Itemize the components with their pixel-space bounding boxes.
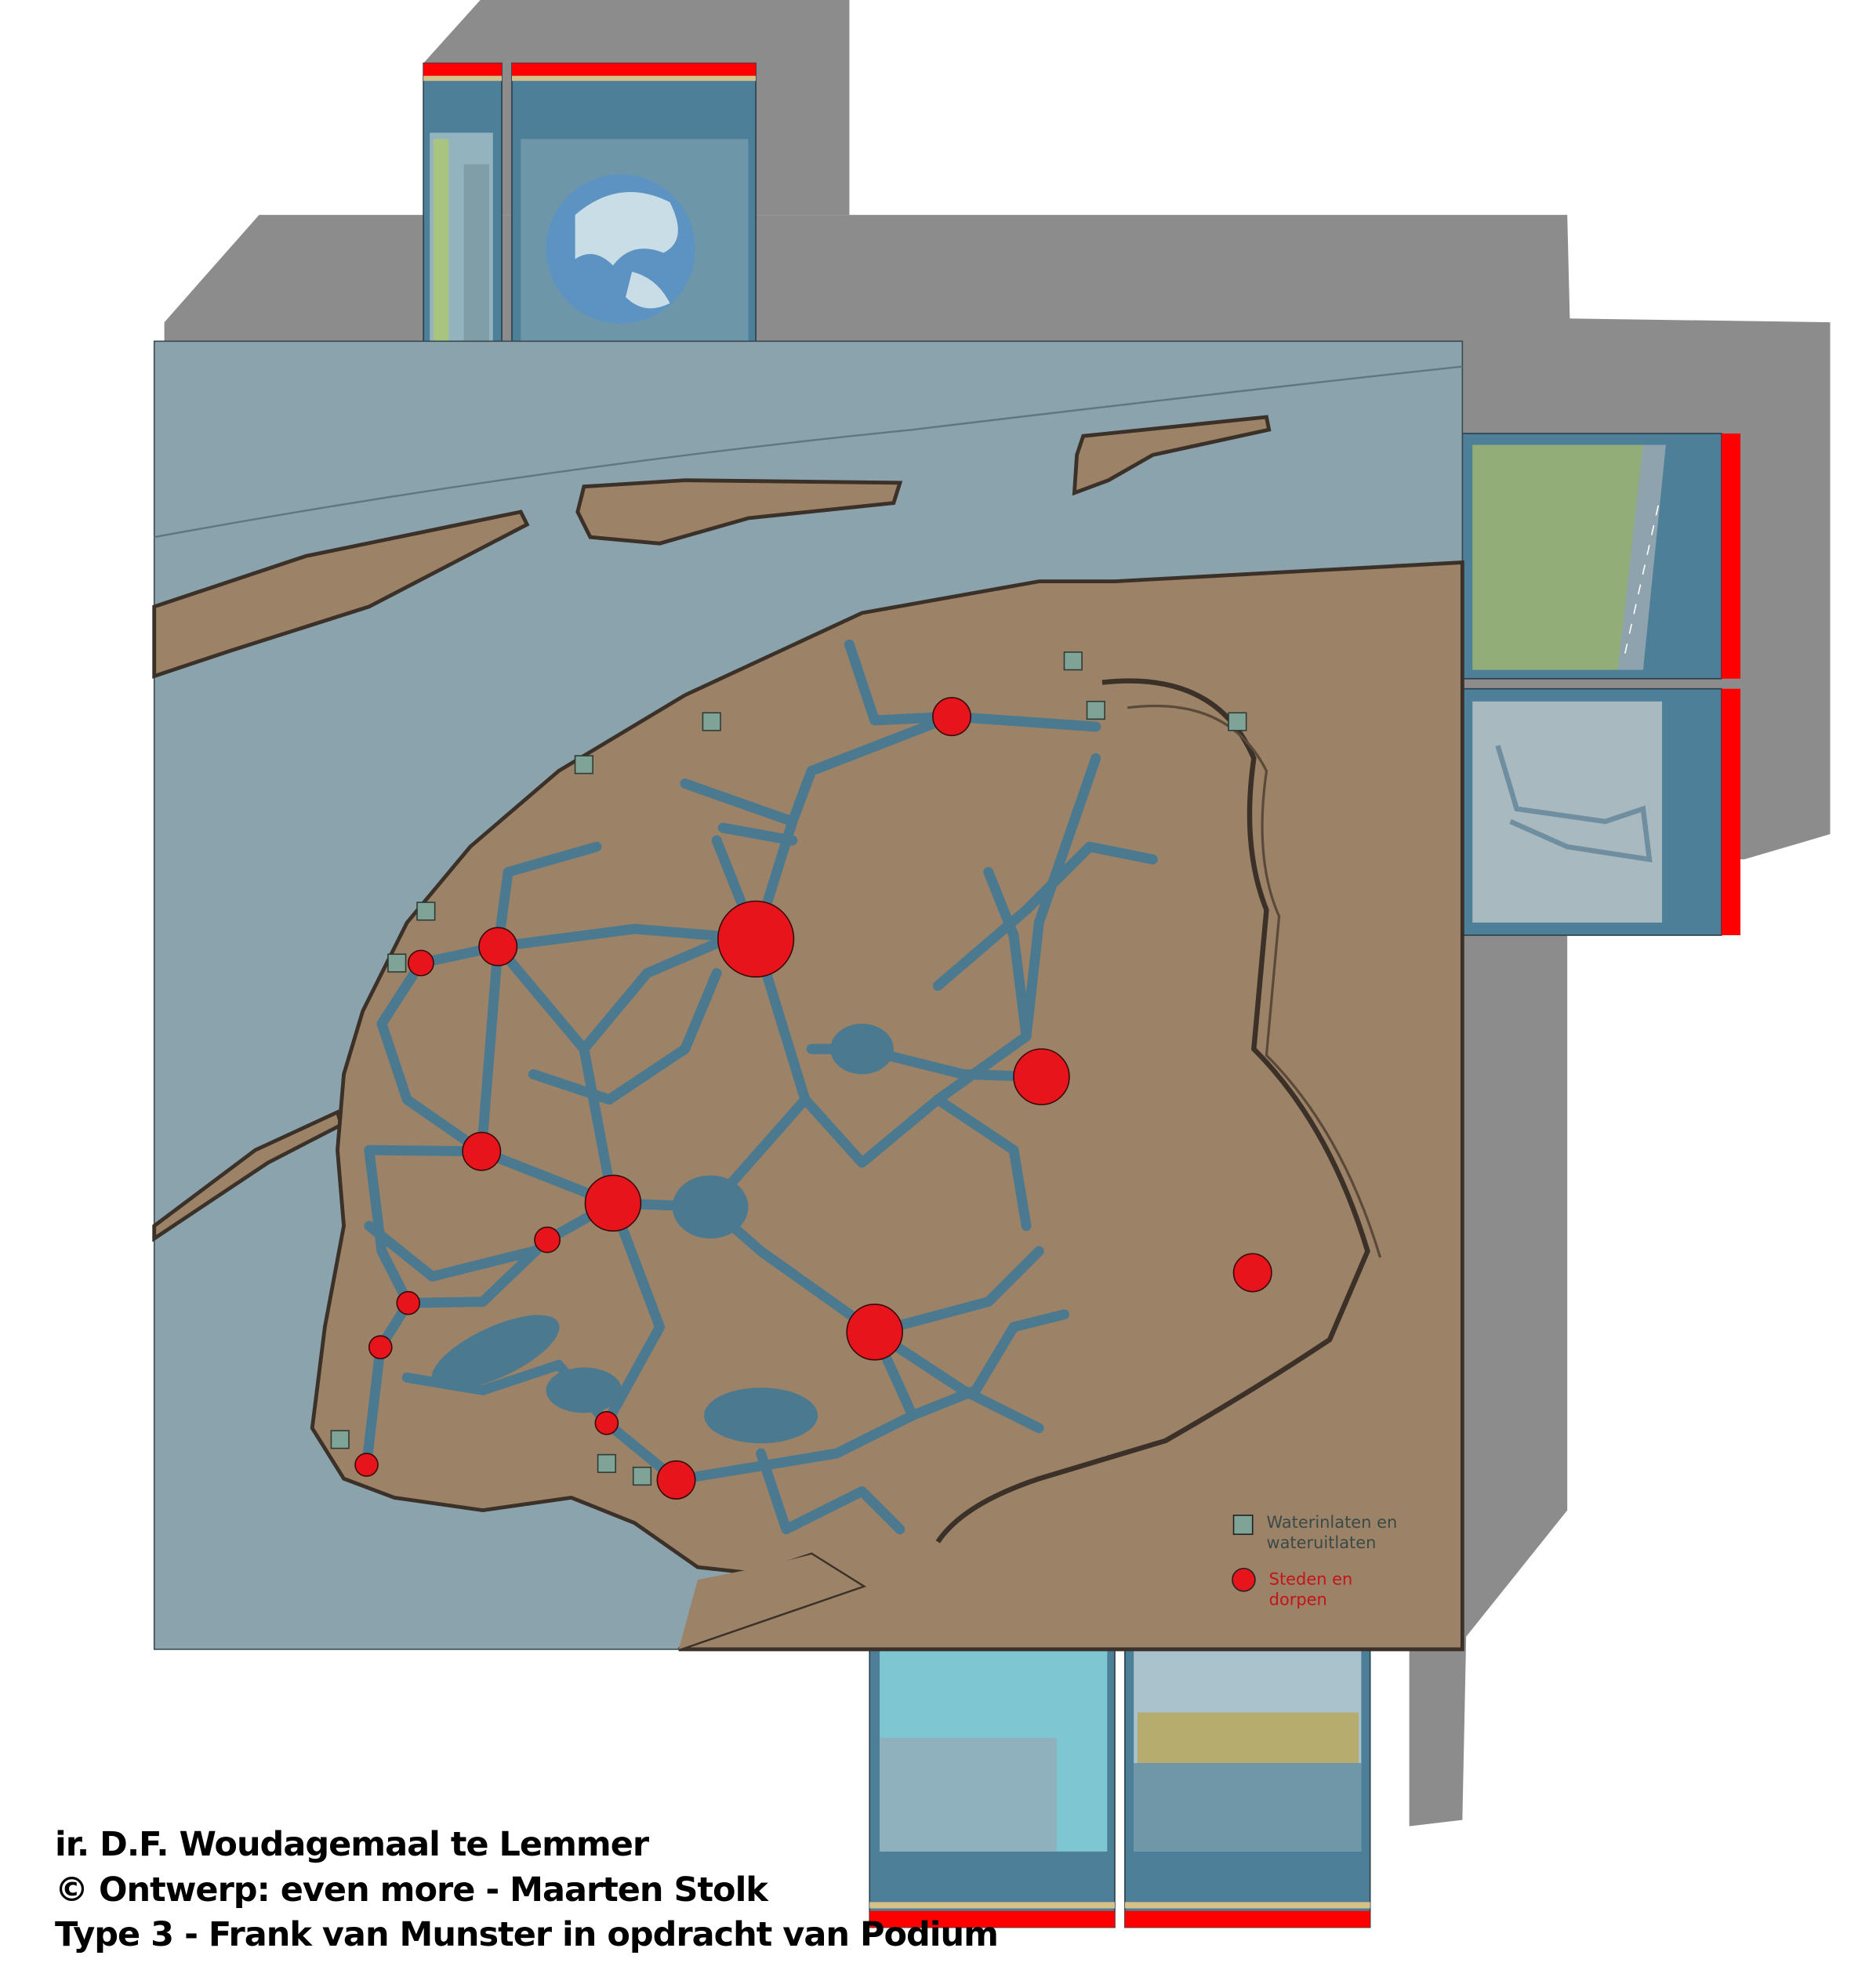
right-panel-map-photo <box>1461 687 1741 936</box>
top-panel-globe <box>511 62 757 343</box>
legend-cities-label-2: dorpen <box>1269 1591 1327 1609</box>
city-legend-swatch <box>1232 1567 1256 1592</box>
island-terschelling <box>575 478 903 546</box>
legend-cities-label: Steden en <box>1269 1570 1353 1589</box>
legend-inlets-label-2: wateruitlaten <box>1266 1533 1376 1552</box>
water-inlets <box>330 651 1247 1486</box>
footer-type-credit: Type 3 - Frank van Munster in opdracht v… <box>55 1915 999 1954</box>
footer-design-credit: © Ontwerp: even more - Maarten Stolk <box>55 1870 768 1910</box>
map-board: Waterinlaten en wateruitlaten Steden en … <box>152 340 1464 1652</box>
legend: Waterinlaten en wateruitlaten Steden en … <box>1232 1513 1397 1609</box>
cities <box>354 697 1272 1500</box>
right-panel-dike <box>1461 433 1741 680</box>
top-panel-narrow <box>423 62 503 343</box>
inlet-legend-swatch <box>1232 1515 1254 1536</box>
island-vlieland <box>152 510 530 679</box>
legend-inlets-label: Waterinlaten en <box>1266 1513 1397 1532</box>
footer-title: ir. D.F. Woudagemaal te Lemmer <box>55 1825 649 1864</box>
bottom-panel-landscape <box>1124 1649 1371 1928</box>
bottom-panel-water <box>869 1649 1116 1928</box>
island-ameland <box>1072 415 1272 496</box>
